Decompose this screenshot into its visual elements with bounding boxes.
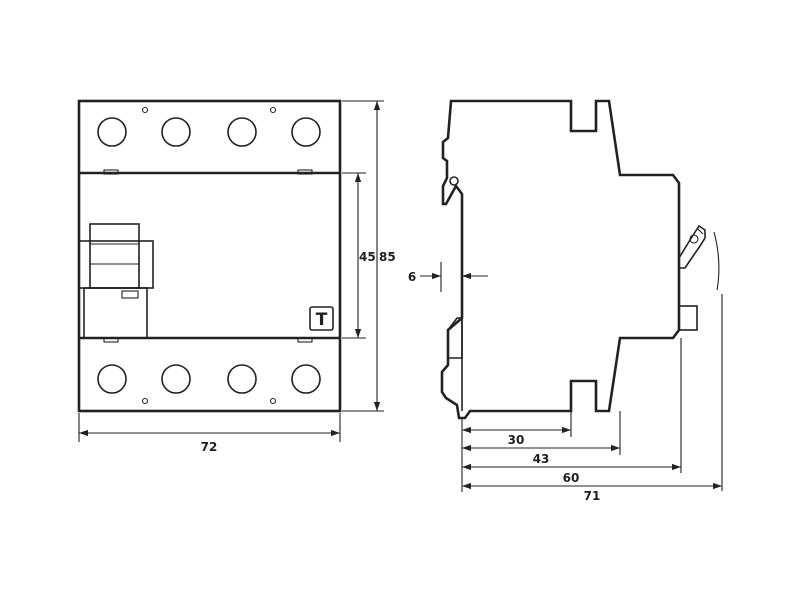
front-view: T 72 45 85: [77, 99, 396, 454]
top-terminal-hole: [97, 117, 127, 147]
side-view: 6 30 43 60 71: [408, 99, 723, 503]
side-mounting-hole: [449, 176, 459, 186]
lever-swing-arc: [713, 231, 720, 291]
top-screw-dot: [141, 106, 149, 114]
test-button-symbol: T: [316, 310, 328, 330]
top-terminal-hole: [161, 117, 191, 147]
front-clip: [103, 169, 119, 175]
top-screw-dot: [269, 106, 277, 114]
front-clip: [297, 337, 313, 343]
depth-60-label: 60: [563, 471, 580, 485]
bottom-terminal-hole: [97, 364, 127, 394]
height-inner-dimension-label: 45: [359, 250, 376, 264]
depth-71-label: 71: [584, 489, 601, 503]
rail-offset-label: 6: [408, 270, 416, 284]
bottom-screw-dot: [269, 397, 277, 405]
bottom-terminal-hole: [291, 364, 321, 394]
height-outer-dimension-label: 85: [379, 250, 396, 264]
toggle-lever: [78, 223, 154, 339]
front-clip: [297, 169, 313, 175]
side-housing-profile: [440, 99, 681, 420]
test-button: T: [309, 306, 334, 331]
bottom-screw-dot: [141, 397, 149, 405]
side-terminal-boss: [678, 305, 698, 331]
bottom-terminal-hole: [161, 364, 191, 394]
side-lever: [678, 224, 706, 269]
width-dimension-label: 72: [201, 440, 218, 454]
top-terminal-hole: [227, 117, 257, 147]
top-terminal-hole: [291, 117, 321, 147]
bottom-terminal-hole: [227, 364, 257, 394]
front-housing-outline: [77, 99, 342, 413]
depth-30-label: 30: [508, 433, 525, 447]
depth-43-label: 43: [533, 452, 550, 466]
